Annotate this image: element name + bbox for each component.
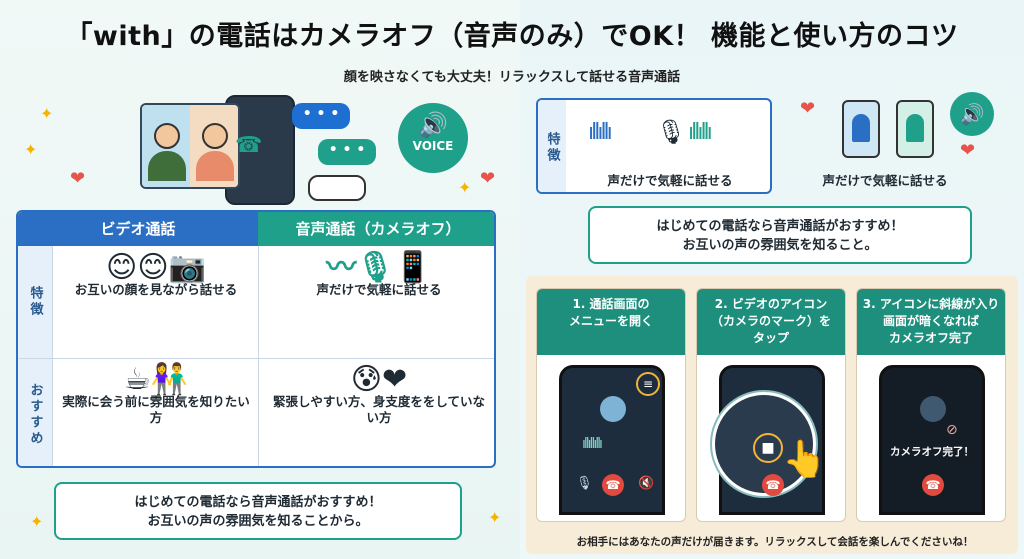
green-waveform-icon: ıllıllı — [688, 120, 713, 145]
phone-person-blue-icon — [842, 100, 880, 158]
note-line-1: はじめての電話なら音声通話がおすすめ！ — [656, 219, 904, 234]
video-call-illustration — [140, 103, 240, 189]
step-1-header: 1. 通話画面の メニューを開く — [537, 289, 685, 355]
woman-pane — [190, 105, 238, 187]
menu-icon[interactable]: ≡ — [636, 372, 660, 396]
row-label-recommend: おすすめ — [18, 359, 52, 466]
chat-bubble-blue-icon: • • • — [292, 103, 350, 129]
note-line-1: はじめての電話なら音声通話がおすすめ！ — [134, 495, 382, 510]
video-feature-text: お互いの顔を見ながら話せる — [74, 282, 238, 297]
sparkle-icon: ✦ — [40, 104, 54, 123]
man-face-icon — [154, 123, 180, 149]
woman-face-icon — [202, 123, 228, 149]
couple-cafe-icon: ☕👫 — [123, 362, 189, 397]
voice-feature-cell: 〰🎙📱 声だけで気軽に話せる — [268, 250, 490, 298]
avatar — [600, 396, 626, 422]
feature-caption: 声だけで気軽に話せる — [607, 173, 733, 188]
blue-waveform-icon: ıllıllı — [588, 120, 613, 145]
note-line-2: お互いの声の雰囲気を知ること。 — [682, 238, 878, 253]
step-3-header: 3. アイコンに斜線が入り 画面が暗くなれば カメラオフ完了 — [857, 289, 1005, 355]
row-label-feature: 特徴 — [18, 246, 52, 358]
bottom-note: お相手にはあなたの声だけが届きます。リラックスして会話を楽しんでくださいね！ — [576, 536, 974, 548]
waveform-icon: ıllıllıllı — [582, 436, 603, 452]
video-feature-cell: 😊😊📷 お互いの顔を見ながら話せる — [58, 250, 254, 298]
step-1-line-2: メニューを開く — [568, 314, 653, 328]
video-recommend-cell: ☕👫 実際に会う前に雰囲気を知りたい方 — [58, 362, 254, 426]
voice-recommend-text: 緊張しやすい方、身支度ををしていない方 — [272, 394, 485, 425]
avatar — [920, 396, 946, 422]
sparkle-icon: ✦ — [30, 512, 44, 531]
step-2-phone: ■ 👆 ☎ — [712, 365, 827, 515]
step-2-line-3: タップ — [752, 331, 789, 345]
left-recommendation-note: はじめての電話なら音声通話がおすすめ！ お互いの声の雰囲気を知ることから。 — [54, 482, 462, 540]
phone-person-green-icon — [896, 100, 934, 158]
mic-icon[interactable]: 🎙 — [576, 476, 593, 491]
heart-icon: ❤ — [960, 140, 976, 161]
divider — [18, 358, 494, 359]
step-2-line-1: 2. ビデオのアイコン — [714, 297, 828, 311]
sparkle-icon: ✦ — [458, 178, 472, 197]
column-header-video: ビデオ通話 — [18, 212, 258, 246]
speaker-icon: 🔊 — [418, 111, 448, 139]
zoom-magnifier: ■ — [712, 392, 816, 496]
feature-caption-2: 声だけで気軽に話せる — [822, 173, 948, 188]
page-subtitle: 顔を映さなくても大丈夫！リラックスして話せる音声通話 — [343, 70, 681, 85]
camera-off-icon[interactable]: ⊘ — [946, 422, 958, 438]
step-card-3: 3. アイコンに斜線が入り 画面が暗くなれば カメラオフ完了 ⊘ カメラオフ完了… — [856, 288, 1006, 522]
heart-icon: ❤ — [480, 168, 496, 189]
note-line-2: お互いの声の雰囲気を知ることから。 — [147, 514, 369, 529]
voice-feature-text: 声だけで気軽に話せる — [316, 282, 442, 297]
smiley-camera-icon: 😊😊📷 — [106, 250, 206, 285]
speaker-icon: 🔊 — [950, 92, 994, 136]
mute-icon[interactable]: 🔇 — [638, 476, 655, 491]
heart-icon: ❤ — [70, 168, 86, 189]
page-title: 「with」の電話はカメラオフ（音声のみ）でOK！ 機能と使い方のコツ — [65, 21, 959, 52]
tapping-hand-icon: 👆 — [782, 439, 827, 480]
chat-bubble-white-icon — [308, 175, 366, 201]
step-1-line-1: 1. 通話画面の — [572, 297, 650, 311]
step-3-line-3: カメラオフ完了 — [888, 331, 973, 345]
camera-off-complete-label: カメラオフ完了！ — [890, 446, 974, 458]
divider — [52, 246, 53, 466]
step-1-phone: ≡ ıllıllıllı 🎙 ☎ 🔇 — [559, 365, 665, 515]
hero-illustration: ☎ • • • • • • 🔊 VOICE — [130, 95, 470, 205]
person-icon — [852, 114, 870, 142]
voice-badge: 🔊 VOICE — [398, 103, 468, 173]
end-call-icon[interactable]: ☎ — [602, 474, 624, 496]
right-recommendation-note: はじめての電話なら音声通話がおすすめ！ お互いの声の雰囲気を知ること。 — [588, 206, 972, 264]
end-call-icon[interactable]: ☎ — [762, 474, 784, 496]
waveform-mic-phone-icon: 〰🎙📱 — [326, 250, 432, 285]
step-3-line-2: 画面が暗くなれば — [882, 314, 979, 328]
person-icon — [906, 114, 924, 142]
camera-icon[interactable]: ■ — [753, 433, 783, 463]
phone-call-icon: ☎ — [235, 133, 263, 158]
heart-icon: ❤ — [800, 98, 816, 119]
feature-label: 特徴 — [538, 100, 566, 192]
man-body — [148, 151, 186, 181]
voice-recommend-cell: 😰❤ 緊張しやすい方、身支度ををしていない方 — [268, 362, 490, 426]
divider — [258, 246, 259, 466]
video-recommend-text: 実際に会う前に雰囲気を知りたい方 — [62, 394, 250, 425]
column-header-voice: 音声通話（カメラオフ） — [258, 212, 494, 246]
microphone-icon: 🎙 — [656, 118, 687, 146]
step-3-line-1: 3. アイコンに斜線が入り — [862, 297, 1000, 311]
man-pane — [142, 105, 190, 187]
step-2-line-2: （カメラのマーク）を — [710, 314, 831, 328]
step-2-header: 2. ビデオのアイコン （カメラのマーク）を タップ — [697, 289, 845, 355]
step-card-1: 1. 通話画面の メニューを開く ≡ ıllıllıllı 🎙 ☎ 🔇 — [536, 288, 686, 522]
sparkle-icon: ✦ — [488, 508, 502, 527]
woman-body — [196, 151, 234, 181]
sparkle-icon: ✦ — [24, 140, 38, 159]
voice-badge-label: VOICE — [412, 139, 454, 153]
step-3-phone: ⊘ カメラオフ完了！ ☎ — [879, 365, 985, 515]
feature-box: 特徴 ıllıllı 🎙 ıllıllı 声だけで気軽に話せる — [536, 98, 772, 194]
chat-bubble-green-icon: • • • — [318, 139, 376, 165]
nervous-heart-icon: 😰❤ — [350, 362, 408, 397]
comparison-table: ビデオ通話 音声通話（カメラオフ） 特徴 おすすめ 😊😊📷 お互いの顔を見ながら… — [16, 210, 496, 468]
end-call-icon[interactable]: ☎ — [922, 474, 944, 496]
step-card-2: 2. ビデオのアイコン （カメラのマーク）を タップ ■ 👆 ☎ — [696, 288, 846, 522]
